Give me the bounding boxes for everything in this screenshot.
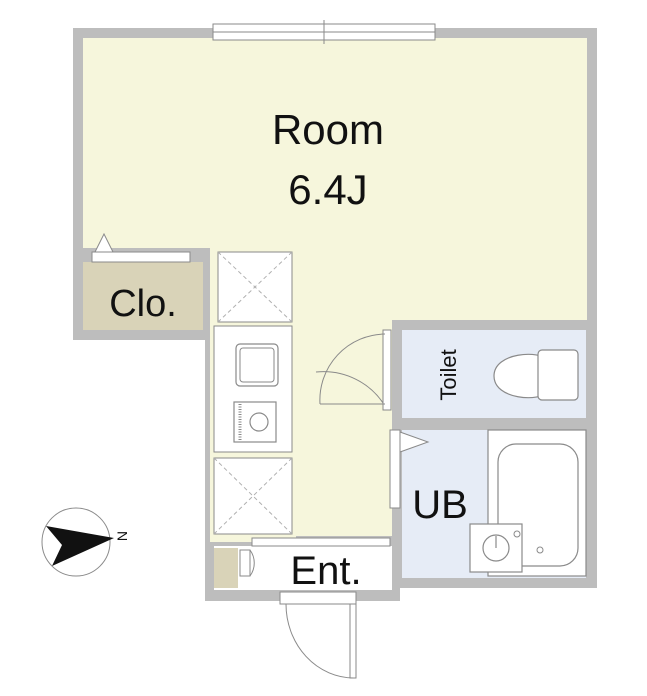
kitchen [213, 251, 293, 535]
window [212, 20, 436, 44]
shelf-lower [213, 457, 293, 535]
closet-door-rail [91, 251, 191, 263]
stove [233, 401, 277, 443]
bath-door-rail [389, 429, 401, 509]
room-size: 6.4J [288, 166, 367, 213]
sink [235, 343, 279, 387]
north-label: N [114, 531, 130, 541]
closet [83, 262, 203, 330]
toilet-fixture [493, 349, 579, 401]
toilet-door [315, 329, 392, 411]
washbasin [469, 523, 523, 573]
burner [249, 412, 269, 432]
front-door [279, 591, 357, 679]
main-room [83, 38, 587, 536]
compass: N [41, 507, 130, 577]
entry-shelf [239, 549, 255, 577]
bath-label: UB [412, 483, 468, 527]
toilet-label: Toilet [436, 349, 461, 400]
bath-door-marker [399, 431, 430, 453]
shoe-box [214, 548, 238, 588]
entrance-label: Ent. [290, 549, 361, 593]
closet-label: Clo. [109, 283, 177, 325]
entry-step [251, 537, 391, 547]
room-label: Room [272, 106, 384, 153]
closet-door-marker [94, 232, 114, 253]
compass-needle [46, 526, 114, 566]
